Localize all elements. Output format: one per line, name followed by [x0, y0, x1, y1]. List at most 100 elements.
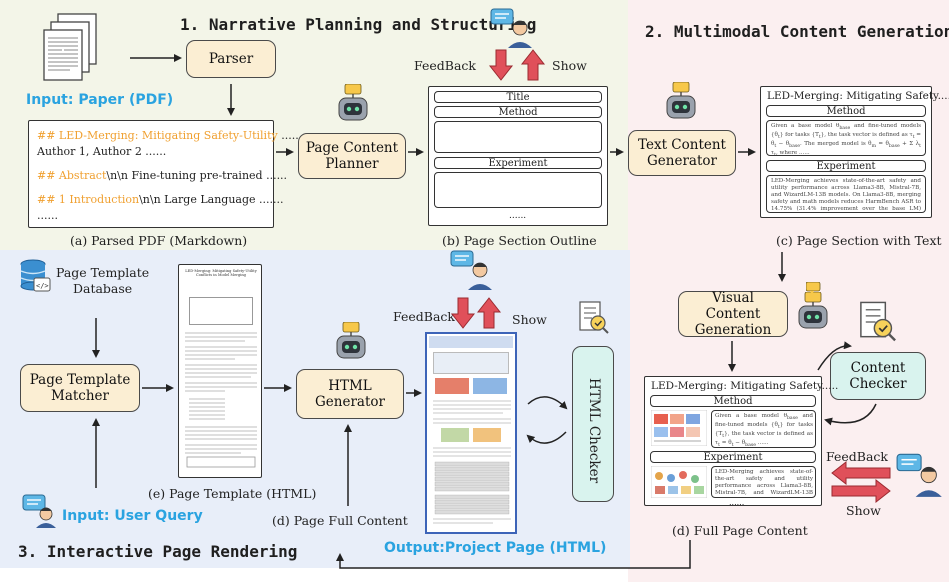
chat-bubble-icon: [806, 282, 821, 294]
planner-label-2: Planner: [325, 156, 379, 172]
planner-label-1: Page Content: [305, 139, 399, 156]
arrow-fullpage-to-contentchecker: [817, 341, 852, 371]
section-text-doc: LED-Merging: Mitigating Safety..... Meth…: [760, 86, 949, 218]
database-icon: </>: [20, 259, 51, 292]
full-page-title: LED-Merging: Mitigating Safety.....: [651, 380, 839, 392]
caption-e: (e) Page Template (HTML): [148, 486, 317, 501]
section-text-title: LED-Merging: Mitigating Safety.....: [767, 90, 949, 102]
full-page-method-figure: [650, 409, 708, 447]
template-doc-figure: [189, 297, 253, 325]
md-heading-intro: ## 1 Introduction: [37, 193, 140, 206]
section-text-method: Method: [766, 105, 926, 117]
user-avatar-icon-stage1: [490, 8, 532, 48]
show-label-stage1: Show: [552, 58, 587, 73]
section-text-experiment-box: LED-Merging achieves state-of-the-art sa…: [766, 175, 926, 213]
robot-icon-html: [336, 322, 366, 359]
outline-method-box: Method: [434, 106, 602, 118]
parser-label: Parser: [208, 50, 254, 67]
output-header: [429, 336, 513, 348]
planner-module: Page Content Planner: [298, 133, 406, 179]
output-label: Output:Project Page (HTML): [384, 540, 607, 556]
feedback-label-stage3: FeedBack: [393, 309, 455, 324]
caption-c: (c) Page Section with Text: [776, 233, 942, 248]
visual-generator-label-1: Visual Content: [705, 289, 761, 322]
input-user-query-label: Input: User Query: [62, 508, 203, 524]
stage1-title: 1. Narrative Planning and Structuring: [180, 15, 537, 34]
section-text-method-box: Given a base model θbase and fine-tuned …: [766, 120, 926, 156]
feedback-label-stage1: FeedBack: [414, 58, 476, 73]
arrow-output-to-checker: [527, 396, 568, 410]
caption-d-page: (d) Page Full Content: [272, 513, 408, 528]
section-text-method-body: Given a base model θbase and fine-tuned …: [771, 123, 921, 155]
html-checker-module: HTML Checker: [572, 346, 614, 502]
outline-method-body: [434, 121, 602, 153]
pdf-document-icon: [43, 13, 97, 81]
md-line-3: ## Abstract\n\n Fine-tuning pre-trained …: [37, 169, 287, 182]
checklist-icon-2: [860, 301, 896, 342]
input-paper-label: Input: Paper (PDF): [26, 92, 174, 108]
template-matcher-module: Page Template Matcher: [20, 364, 140, 412]
feedback-arrow-stage3: [450, 297, 476, 329]
show-label-stage2: Show: [846, 503, 881, 518]
md-line-2: Author 1, Author 2 ......: [37, 145, 167, 158]
visual-generator-label-2: Generation: [694, 322, 772, 339]
caption-b: (b) Page Section Outline: [442, 233, 597, 248]
arrow-fullpage-to-stage3: [336, 540, 691, 569]
md-line3-tail: \n\n Fine-tuning pre-trained ......: [106, 169, 288, 182]
outline-experiment-box: Experiment: [434, 157, 602, 169]
parser-module: Parser: [186, 40, 276, 78]
user-avatar-icon-stage2: [896, 453, 942, 497]
full-page-ellipsis: ......: [729, 498, 745, 507]
outline-title-box: Title: [434, 91, 602, 103]
text-generator-label-1: Text Content: [638, 136, 726, 153]
checklist-icon: [579, 301, 609, 334]
full-page-method: Method: [650, 395, 816, 407]
section-text-experiment-body: LED-Merging achieves state-of-the-art sa…: [771, 178, 921, 212]
project-page-output: [425, 332, 517, 534]
md-heading-title: ## LED-Merging: Mitigating Safety-Utilit…: [37, 129, 278, 142]
svg-text:</>: </>: [36, 282, 49, 290]
arrow-contentchecker-to-fullpage: [824, 403, 877, 426]
content-checker-label-2: Checker: [849, 376, 907, 392]
robot-icon-planner: [338, 84, 368, 121]
html-generator-label-2: Generator: [315, 394, 385, 410]
stage2-title: 2. Multimodal Content Generation: [645, 22, 949, 41]
md-line-5: ......: [37, 209, 58, 222]
content-checker-label-1: Content: [850, 359, 906, 376]
outline-ellipsis: ......: [509, 211, 527, 221]
output-hero: [433, 352, 509, 374]
show-arrow-stage2: [831, 478, 891, 504]
show-arrow-stage1: [520, 49, 546, 81]
robot-icon-text: [666, 82, 696, 119]
text-generator-label-2: Generator: [647, 153, 717, 169]
show-arrow-stage3: [476, 297, 502, 329]
section-outline-doc: Title Method Experiment ......: [428, 86, 608, 226]
output-text-lines: [433, 400, 511, 524]
md-line-4: ## 1 Introduction\n\n Large Language ...…: [37, 193, 284, 206]
full-page-method-box: Given a base model θbase and fine-tuned …: [711, 410, 816, 448]
md-line1-tail: ......: [277, 129, 303, 142]
feedback-label-stage2: FeedBack: [826, 449, 888, 464]
full-page-experiment-box: LED-Merging achieves state-of-the-art sa…: [711, 466, 816, 498]
parsed-markdown-doc: ## LED-Merging: Mitigating Safety-Utilit…: [28, 120, 302, 228]
html-generator-label-1: HTML: [328, 377, 372, 394]
template-doc-lines: [185, 332, 257, 468]
full-page-experiment: Experiment: [650, 451, 816, 463]
stage3-background-ext: [628, 250, 630, 568]
caption-d-full: (d) Full Page Content: [672, 523, 808, 538]
user-avatar-icon: [22, 494, 56, 528]
md-line4-tail: \n\n Large Language .......: [139, 193, 284, 206]
template-db-label: Page Template Database: [56, 265, 149, 296]
output-figure-2: [473, 378, 507, 394]
method-figure-icon: [650, 409, 708, 447]
template-db-label-1: Page Template: [56, 265, 150, 280]
show-label-stage3: Show: [512, 312, 547, 327]
template-doc-title: LED-Merging: Mitigating Safety-Utility C…: [185, 269, 257, 278]
user-avatar-icon-stage3: [450, 250, 492, 290]
full-page-method-body: Given a base model θbase and fine-tuned …: [715, 413, 813, 447]
template-db-label-2: Database: [72, 280, 133, 296]
experiment-figure-icon: [650, 465, 708, 499]
section-text-experiment: Experiment: [766, 160, 926, 172]
html-generator-module: HTML Generator: [296, 369, 404, 419]
